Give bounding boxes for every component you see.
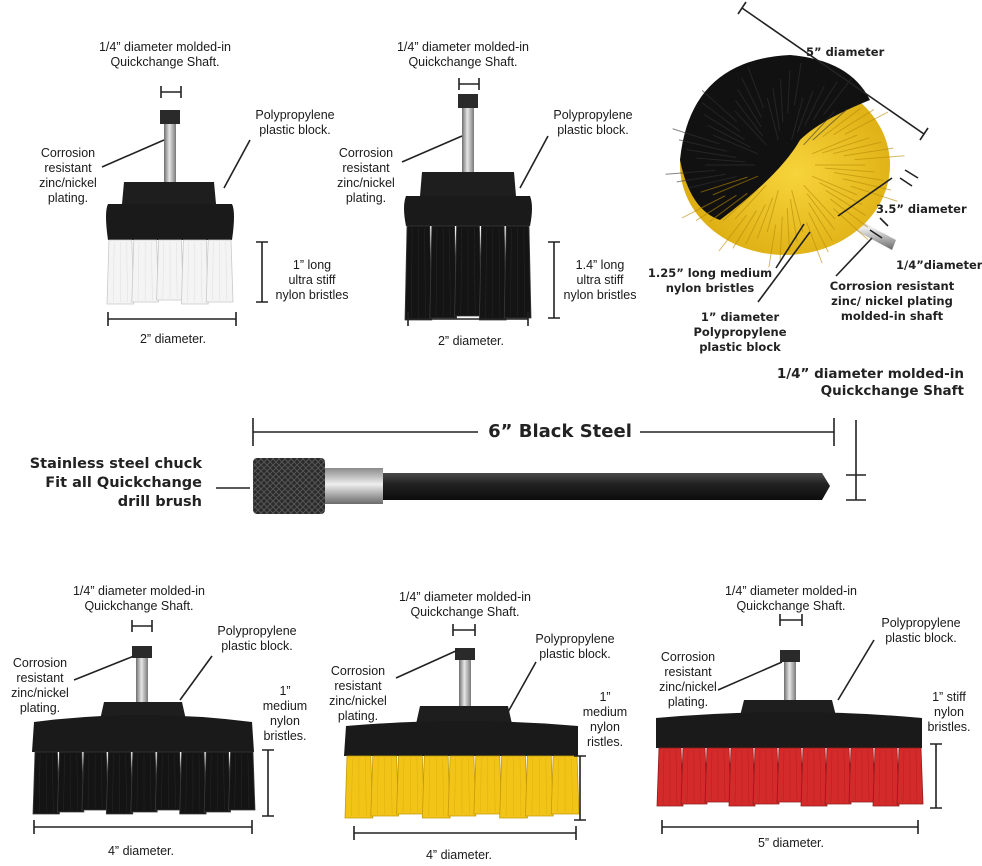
red-5in-brush [656, 650, 924, 807]
ball-inner-diameter-label: 3.5” diameter [876, 202, 967, 216]
yellow4-bristle-label: 1” medium nylon ristles. [582, 690, 628, 749]
red5-bristle-label: 1” stiff nylon bristles. [927, 690, 971, 734]
ball-shaft-diameter-label: 1/4”diameter [896, 258, 982, 272]
shaft [164, 110, 176, 182]
black-4in-bristles [32, 751, 256, 815]
black4-bristle-label: 1” medium nylon bristles. [262, 684, 308, 743]
black-brush-bristle-label: 1.4” long ultra stiff nylon bristles [563, 258, 637, 302]
black-brush-block-label: Polypropylene plastic block. [553, 108, 633, 137]
black4-shaft-label: 1/4” diameter molded-in Quickchange Shaf… [72, 584, 205, 613]
ball-block-label: 1” diameter Polypropylene plastic block [693, 310, 787, 354]
red5-coating-label: Corrosion resistant zinc/nickel plating. [659, 650, 717, 709]
annotation-lines [33, 1, 942, 840]
black-2in-brush [404, 94, 532, 321]
white-brush-shaft-label: 1/4” diameter molded-in Quickchange Shaf… [98, 40, 231, 69]
black4-diameter-label: 4” diameter. [107, 844, 174, 858]
black4-block-label: Polypropylene plastic block. [217, 624, 297, 653]
extension-bar [253, 458, 830, 514]
yellow4-shaft-label: 1/4” diameter molded-in Quickchange Shaf… [398, 590, 531, 619]
black-brush-shaft-label: 1/4” diameter molded-in Quickchange Shaf… [396, 40, 529, 69]
round-ball-brush [665, 55, 905, 268]
extension-chuck-label: Stainless steel chuck Fit all Quickchang… [29, 456, 202, 510]
yellow-4in-brush [344, 648, 580, 819]
red5-shaft-label: 1/4” diameter molded-in Quickchange Shaf… [724, 584, 857, 613]
yellow4-coating-label: Corrosion resistant zinc/nickel plating. [329, 664, 387, 723]
yellow4-block-label: Polypropylene plastic block. [535, 632, 615, 661]
white-brush-block-label: Polypropylene plastic block. [255, 108, 335, 137]
white-brush-bristle-label: 1” long ultra stiff nylon bristles [275, 258, 349, 302]
red5-diameter-label: 5” diameter. [757, 836, 824, 850]
ball-bristle-texture [665, 62, 905, 268]
red-5in-bristles [656, 747, 924, 807]
ball-coating-label: Corrosion resistant zinc/ nickel plating… [829, 279, 955, 323]
black4-coating-label: Corrosion resistant zinc/nickel plating. [11, 656, 69, 715]
ball-bristle-label: 1.25” long medium nylon bristles [647, 266, 773, 295]
extension-length-label: 6” Black Steel [488, 421, 632, 442]
black-brush-diameter-label: 2” diameter. [437, 334, 504, 348]
red5-block-label: Polypropylene plastic block. [881, 616, 961, 645]
black-brush-coating-label: Corrosion resistant zinc/nickel plating. [337, 146, 395, 205]
extension-shaft-label: 1/4” diameter molded-in Quickchange Shaf… [776, 366, 964, 399]
black-bristles [404, 225, 532, 321]
chuck [253, 458, 325, 514]
yellow-4in-bristles [344, 755, 580, 819]
white-2in-brush [106, 110, 234, 305]
white-bristles [106, 239, 234, 305]
white-brush-coating-label: Corrosion resistant zinc/nickel plating. [39, 146, 97, 205]
black-4in-brush [32, 646, 256, 815]
ball-outer-diameter-label: 5” diameter [806, 45, 885, 59]
yellow4-diameter-label: 4” diameter. [425, 848, 492, 862]
white-brush-diameter-label: 2” diameter. [139, 332, 206, 346]
